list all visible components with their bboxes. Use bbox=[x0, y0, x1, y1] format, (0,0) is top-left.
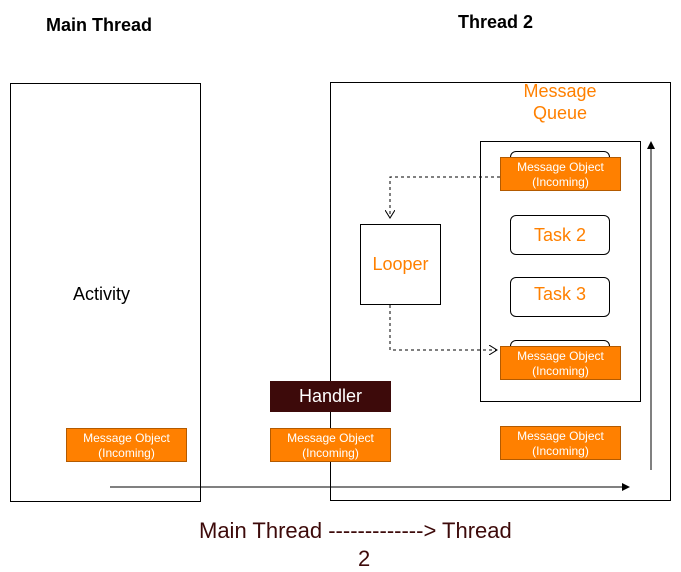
task-3: Task 3 bbox=[510, 277, 610, 317]
message-object-title: Message Object bbox=[517, 429, 604, 443]
dequeue-arrow bbox=[390, 176, 500, 218]
message-object-title: Message Object bbox=[287, 431, 374, 445]
activity-label: Activity bbox=[73, 284, 131, 304]
message-object-title: Message Object bbox=[517, 349, 604, 363]
caption-line1: Main Thread -------------> Thread bbox=[199, 518, 512, 543]
message-queue-label: Message Queue bbox=[523, 81, 597, 123]
message-object-subtitle: (Incoming) bbox=[532, 444, 589, 458]
looper-label: Looper bbox=[372, 254, 429, 274]
message-object-subtitle: (Incoming) bbox=[532, 175, 589, 189]
message-object-queue-top: Message Object (Incoming) bbox=[500, 157, 621, 191]
enqueue-arrow bbox=[389, 305, 497, 350]
message-object-subtitle: (Incoming) bbox=[98, 446, 155, 460]
message-object-handler: Message Object (Incoming) bbox=[270, 428, 391, 462]
main-thread-heading: Main Thread bbox=[46, 15, 153, 35]
message-object-thread2: Message Object (Incoming) bbox=[500, 426, 621, 460]
message-object-activity: Message Object (Incoming) bbox=[66, 428, 187, 462]
task-2: Task 2 bbox=[510, 215, 610, 255]
message-object-subtitle: (Incoming) bbox=[302, 446, 359, 460]
handler-box: Handler bbox=[270, 381, 391, 412]
caption-line2: 2 bbox=[358, 546, 371, 571]
message-object-title: Message Object bbox=[517, 160, 604, 174]
thread2-heading: Thread 2 bbox=[458, 12, 534, 32]
looper-box: Looper bbox=[360, 224, 441, 305]
message-object-title: Message Object bbox=[83, 431, 170, 445]
message-object-subtitle: (Incoming) bbox=[532, 364, 589, 378]
message-object-queue-bottom: Message Object (Incoming) bbox=[500, 346, 621, 380]
